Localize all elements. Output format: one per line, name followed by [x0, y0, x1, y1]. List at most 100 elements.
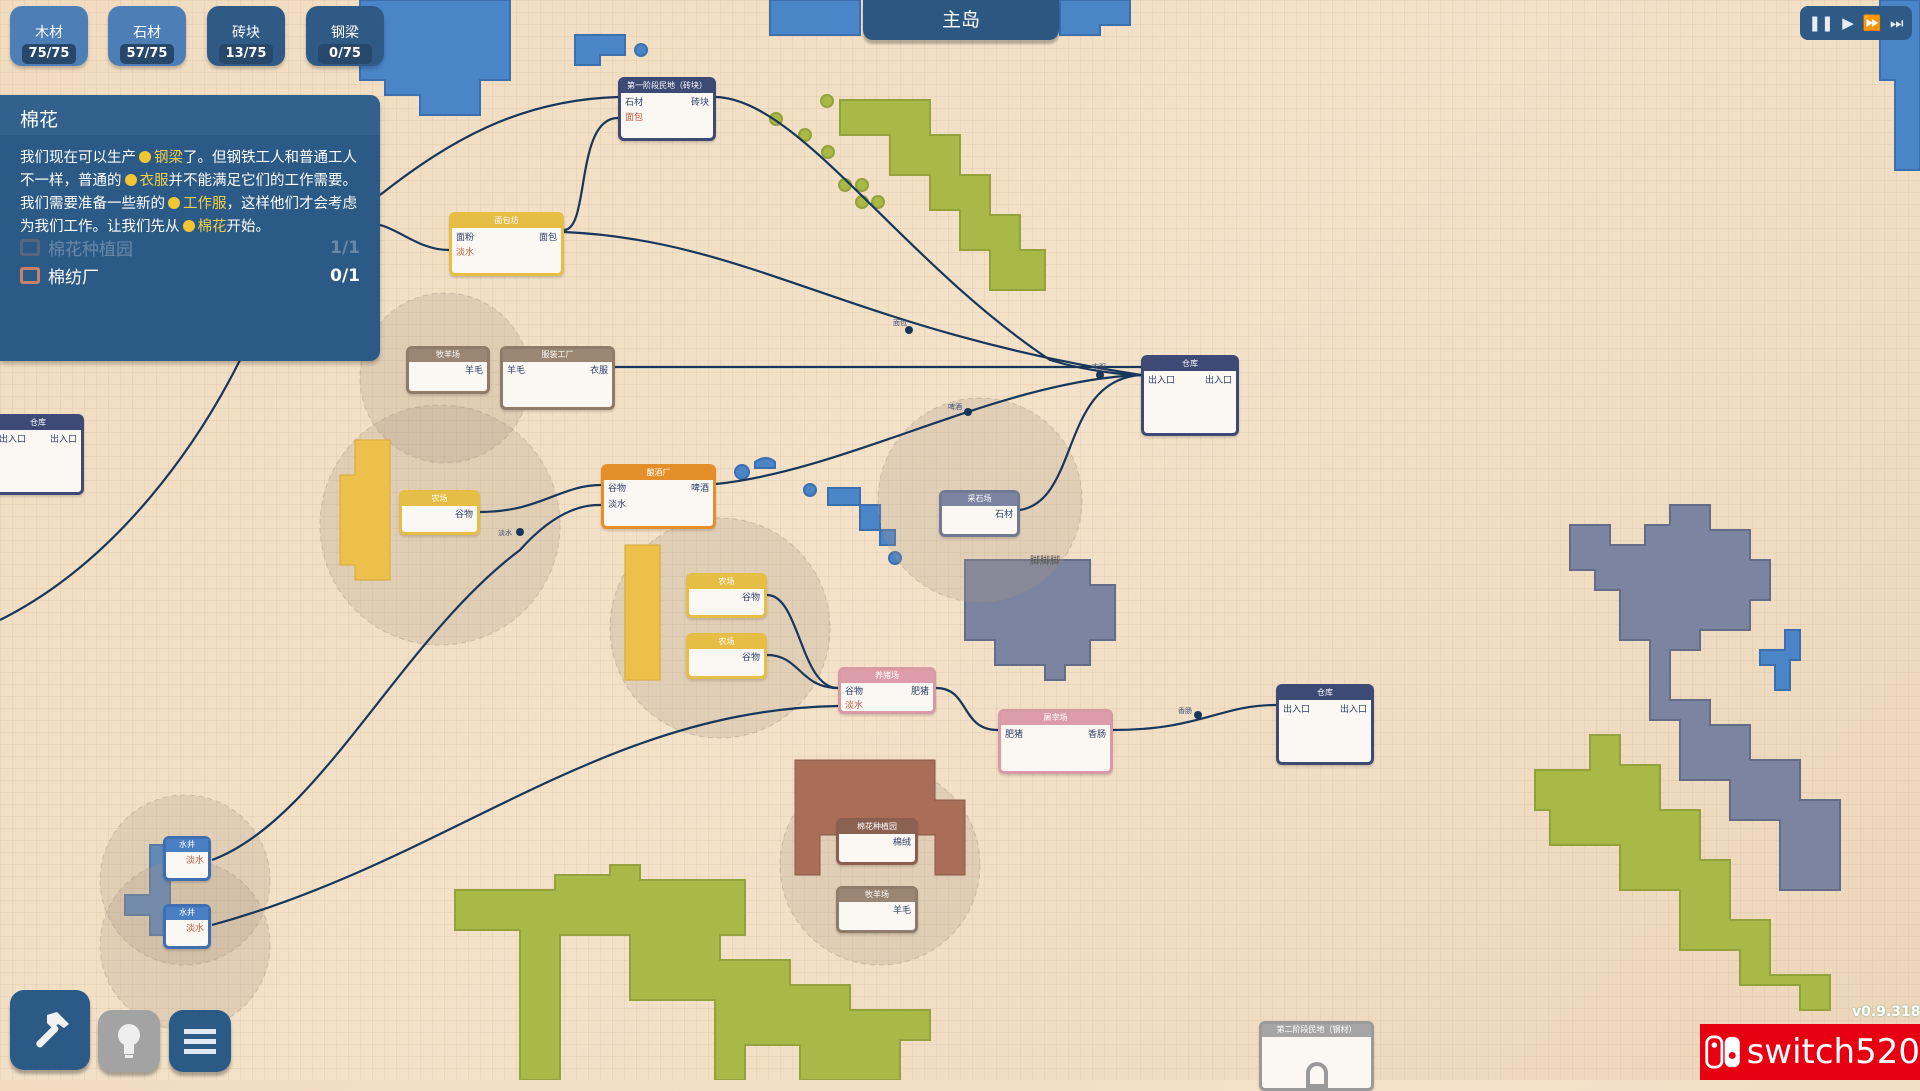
node-warehouse[interactable]: 仓库出入口 出入口	[1276, 684, 1374, 765]
menu-icon	[184, 1029, 216, 1054]
resource-name: 钢梁	[331, 25, 359, 41]
resource-wood[interactable]: 木材 75/75	[10, 6, 88, 66]
input-port[interactable]: 面包	[625, 113, 644, 123]
node-title: 养猪场	[841, 670, 933, 683]
input-port[interactable]: 石材	[625, 98, 644, 108]
input-port[interactable]: 出入口	[1283, 705, 1311, 715]
output-port[interactable]: 淡水	[185, 856, 204, 866]
menu-button[interactable]	[169, 1010, 231, 1072]
output-port[interactable]: 肥猪	[910, 687, 929, 697]
node-clothing-factory[interactable]: 服装工厂羊毛衣服	[500, 346, 615, 410]
node-title: 采石场	[942, 493, 1017, 506]
node-title: 第二阶段民地（钢材）	[1262, 1024, 1371, 1037]
farm-fields	[339, 439, 661, 681]
link-label-sausage: 香肠	[1178, 707, 1192, 715]
node-housing-phase1[interactable]: 第一阶段民地（砖块）石材面包砖块	[618, 77, 716, 141]
node-farm[interactable]: 农场谷物	[399, 490, 480, 535]
node-sheep-farm[interactable]: 牧羊场羊毛	[836, 886, 918, 933]
resource-name: 石材	[133, 25, 161, 41]
node-quarry[interactable]: 采石场石材	[939, 490, 1020, 537]
resource-count: 75/75	[22, 44, 76, 64]
checkbox-icon	[20, 267, 40, 284]
output-port[interactable]: 出入口	[49, 435, 77, 445]
input-port[interactable]: 出入口	[1148, 376, 1176, 386]
hammer-icon	[36, 1012, 69, 1048]
input-port[interactable]: 肥猪	[1005, 730, 1024, 740]
output-port[interactable]: 谷物	[454, 510, 473, 520]
connections	[0, 95, 1277, 927]
node-warehouse[interactable]: 仓库出入口出入口	[1141, 355, 1239, 436]
node-title: 牧羊场	[839, 889, 915, 902]
watermark-text: switch520	[1746, 1032, 1920, 1072]
input-port[interactable]: 面粉	[456, 233, 475, 243]
quest-keyword: 棉花	[197, 219, 227, 235]
node-title: 仓库	[1279, 687, 1371, 700]
task-label: 棉纺厂	[48, 268, 99, 288]
fastest-icon[interactable]: ⏭	[1890, 14, 1904, 32]
output-port[interactable]: 衣服	[589, 366, 608, 376]
output-port[interactable]: 淡水	[185, 924, 204, 934]
output-port[interactable]: 谷物	[741, 593, 760, 603]
input-port[interactable]: 淡水	[608, 500, 627, 510]
node-title: 农场	[402, 493, 477, 506]
quest-title: 棉花	[0, 95, 380, 135]
resource-dot-icon	[139, 151, 151, 163]
node-farm[interactable]: 农场谷物	[686, 573, 767, 618]
node-bakery[interactable]: 面包坊面粉淡水 面包	[449, 212, 564, 276]
node-cotton-plantation[interactable]: 棉花种植园棉绒	[836, 818, 918, 865]
resource-dot-icon	[182, 220, 195, 232]
output-port[interactable]: 羊毛	[892, 906, 911, 916]
output-port[interactable]: 面包	[538, 233, 557, 243]
output-port[interactable]: 谷物	[741, 653, 760, 663]
output-port[interactable]: 出入口	[1204, 376, 1232, 386]
input-port[interactable]: 淡水	[845, 701, 864, 711]
link-markers	[516, 326, 1202, 719]
node-well[interactable]: 水井淡水	[163, 904, 211, 949]
checkbox-icon	[20, 239, 40, 256]
cotton-field	[794, 759, 966, 876]
lock-icon	[1306, 1062, 1328, 1088]
input-port[interactable]: 谷物	[845, 687, 864, 697]
pause-icon[interactable]: ❚❚	[1808, 14, 1834, 32]
lightbulb-icon	[118, 1024, 140, 1058]
fast-forward-icon[interactable]: ⏩	[1862, 14, 1882, 32]
resource-dot-icon	[168, 197, 180, 209]
output-port[interactable]: 棉绒	[892, 838, 911, 848]
node-butcher[interactable]: 屠宰场肥猪香肠	[998, 709, 1113, 774]
output-port[interactable]: 啤酒	[690, 484, 709, 494]
output-port[interactable]: 香肠	[1087, 730, 1106, 740]
node-title: 棉花种植园	[839, 821, 915, 834]
node-warehouse[interactable]: 仓库出入口出入口	[0, 414, 84, 495]
node-farm[interactable]: 农场谷物	[686, 633, 767, 679]
node-brewery[interactable]: 酿酒厂谷物淡水啤酒	[601, 464, 716, 529]
output-port[interactable]: 石材	[994, 510, 1013, 520]
node-pig-farm[interactable]: 养猪场谷物淡水 肥猪	[838, 667, 936, 714]
build-button[interactable]	[10, 990, 90, 1070]
island-name-button[interactable]: 主岛	[863, 0, 1059, 40]
input-port[interactable]: 出入口	[0, 435, 27, 445]
node-sheep-farm[interactable]: 牧羊场羊毛	[406, 346, 490, 394]
hint-button[interactable]	[98, 1010, 160, 1072]
output-port[interactable]: 出入口	[1339, 705, 1367, 715]
node-title: 面包坊	[452, 215, 561, 228]
input-port[interactable]: 羊毛	[507, 366, 526, 376]
grass-terrain	[454, 94, 1831, 1080]
quest-text: ，这样他们才会考虑为我们工作。让我们先从	[20, 196, 357, 235]
output-port[interactable]: 羊毛	[464, 366, 483, 376]
rock-terrain	[964, 504, 1841, 891]
node-well[interactable]: 水井淡水	[163, 836, 211, 881]
output-port[interactable]: 砖块	[690, 98, 709, 108]
resource-steel-beam[interactable]: 钢梁 0/75	[306, 6, 384, 66]
resource-name: 木材	[35, 25, 63, 41]
input-port[interactable]: 谷物	[608, 484, 627, 494]
node-housing-phase2[interactable]: 第二阶段民地（钢材）	[1259, 1021, 1374, 1091]
play-icon[interactable]: ▶	[1842, 14, 1854, 32]
resource-count: 0/75	[318, 44, 372, 64]
input-port[interactable]: 淡水	[456, 248, 475, 258]
node-title: 水井	[166, 907, 208, 920]
quest-keyword: 钢梁	[154, 150, 183, 166]
